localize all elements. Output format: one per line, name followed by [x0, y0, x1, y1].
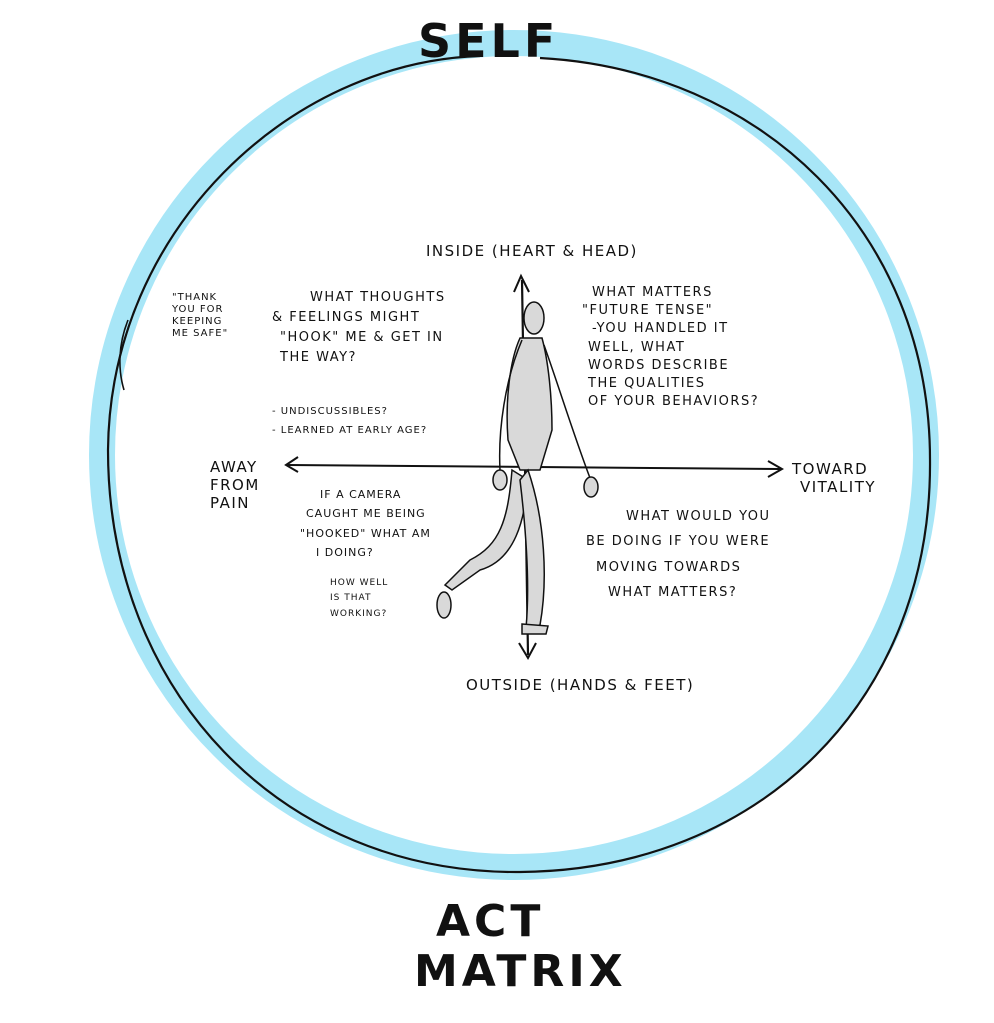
outside-axis-label: OUTSIDE (HANDS & FEET)	[466, 676, 694, 694]
toward-label-line: TOWARD	[792, 460, 876, 478]
quadrant-line: THE QUALITIES	[588, 375, 759, 393]
quadrant-line: THE WAY?	[280, 348, 446, 368]
self-title: SELF	[418, 14, 559, 69]
quadrant-line: WHAT MATTERS	[592, 284, 759, 302]
toward-vitality-label: TOWARD VITALITY	[792, 460, 876, 496]
note-line: "THANK	[172, 292, 228, 304]
quadrant-line: WELL, WHAT	[588, 339, 759, 357]
quadrant-line: WHAT WOULD YOU	[626, 504, 771, 529]
thank-you-note: "THANK YOU FOR KEEPING ME SAFE"	[172, 292, 228, 340]
bottom-left-quadrant-text: IF A CAMERA CAUGHT ME BEING "HOOKED" WHA…	[300, 485, 431, 562]
quadrant-line: I DOING?	[316, 543, 431, 562]
quadrant-line: & FEELINGS MIGHT	[272, 308, 446, 328]
note-line: KEEPING	[172, 316, 228, 328]
quadrant-line: IF A CAMERA	[320, 485, 431, 504]
bottom-left-small-note: HOW WELL IS THAT WORKING?	[330, 576, 388, 622]
quadrant-line: -YOU HANDLED IT	[592, 320, 759, 338]
matrix-label: MATRIX	[414, 946, 627, 999]
quadrant-line: WHAT THOUGHTS	[310, 288, 446, 308]
quadrant-line: MOVING TOWARDS	[596, 555, 771, 580]
top-left-quadrant-text: WHAT THOUGHTS & FEELINGS MIGHT "HOOK" ME…	[272, 288, 446, 369]
quadrant-line: WHAT MATTERS?	[608, 580, 771, 605]
quadrant-line: CAUGHT ME BEING	[306, 504, 431, 523]
note-line: YOU FOR	[172, 304, 228, 316]
away-from-pain-label: AWAY FROM PAIN	[210, 458, 280, 512]
inside-axis-label: INSIDE (HEART & HEAD)	[426, 242, 638, 260]
quadrant-line: IS THAT	[330, 591, 388, 606]
quadrant-line: WORKING?	[330, 607, 388, 622]
quadrant-line: HOW WELL	[330, 576, 388, 591]
quadrant-line: BE DOING IF YOU WERE	[586, 529, 771, 554]
away-label-line: PAIN	[210, 494, 280, 512]
quadrant-line: "HOOKED" WHAT AM	[300, 524, 431, 543]
toward-label-line: VITALITY	[800, 478, 876, 496]
top-right-quadrant-text: WHAT MATTERS "FUTURE TENSE" -YOU HANDLED…	[582, 284, 759, 411]
quadrant-line: "FUTURE TENSE"	[582, 302, 759, 320]
list-item: - UNDISCUSSIBLES?	[272, 402, 427, 421]
away-label-line: AWAY	[210, 458, 280, 476]
away-label-line: FROM	[210, 476, 280, 494]
bottom-right-quadrant-text: WHAT WOULD YOU BE DOING IF YOU WERE MOVI…	[586, 504, 771, 605]
act-label: ACT	[436, 896, 544, 949]
quadrant-line: "HOOK" ME & GET IN	[280, 328, 446, 348]
top-left-quadrant-list: - UNDISCUSSIBLES? - LEARNED AT EARLY AGE…	[272, 402, 427, 440]
list-item: - LEARNED AT EARLY AGE?	[272, 421, 427, 440]
quadrant-line: OF YOUR BEHAVIORS?	[588, 393, 759, 411]
quadrant-line: WORDS DESCRIBE	[588, 357, 759, 375]
note-line: ME SAFE"	[172, 328, 228, 340]
